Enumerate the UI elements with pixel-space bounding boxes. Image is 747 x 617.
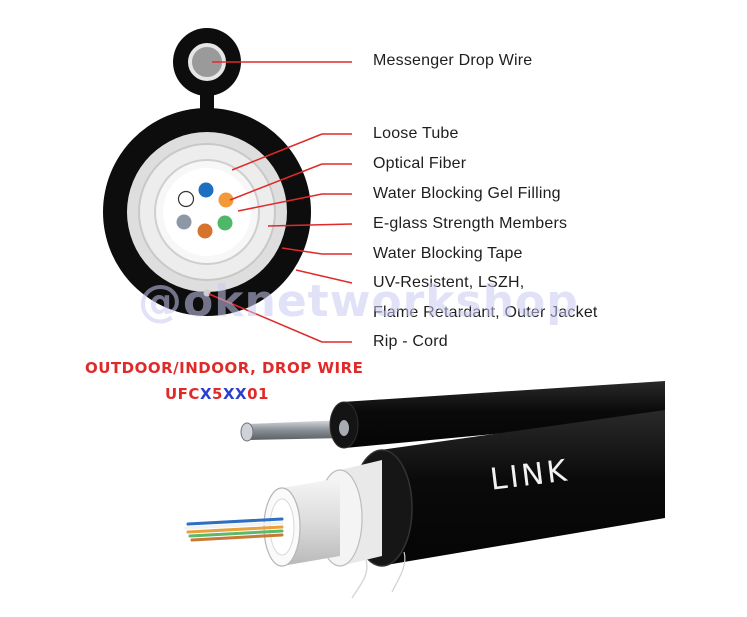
rip-cord-3d bbox=[351, 559, 368, 599]
leader-line bbox=[267, 223, 353, 227]
leader-line bbox=[229, 163, 323, 201]
model-suffix: 01 bbox=[247, 385, 269, 403]
cross-section bbox=[103, 28, 311, 316]
outer-jacket-3d bbox=[380, 410, 665, 566]
label-optical-fiber: Optical Fiber bbox=[373, 155, 467, 172]
label-rip-cord: Rip - Cord bbox=[373, 333, 448, 350]
model-prefix: UFC bbox=[165, 385, 200, 403]
leader-line bbox=[295, 269, 353, 284]
model-code: UFCX5XX01 bbox=[165, 385, 269, 403]
optical-fiber bbox=[218, 192, 234, 208]
watermark: @oknetworkshop bbox=[138, 276, 579, 327]
label-gel-filling: Water Blocking Gel Filling bbox=[373, 185, 561, 202]
label-outer-jacket-line2: Flame Retardant, Outer Jacket bbox=[373, 304, 598, 321]
messenger-jacket-3d bbox=[342, 381, 665, 448]
bare-messenger-wire bbox=[247, 420, 345, 440]
optical-fiber bbox=[198, 182, 214, 198]
leader-line bbox=[281, 247, 323, 255]
optical-fiber bbox=[177, 190, 195, 208]
model-5: 5 bbox=[212, 385, 223, 403]
gel-filling bbox=[163, 168, 251, 256]
label-water-blocking-tape: Water Blocking Tape bbox=[373, 245, 523, 262]
label-outer-jacket-line1: UV-Resistent, LSZH, bbox=[373, 274, 525, 291]
label-loose-tube: Loose Tube bbox=[373, 125, 459, 142]
optical-fiber bbox=[197, 223, 213, 239]
optical-fiber bbox=[217, 215, 233, 231]
label-messenger-drop-wire: Messenger Drop Wire bbox=[373, 52, 533, 69]
cable-3d bbox=[184, 381, 665, 599]
model-xx: XX bbox=[222, 385, 248, 403]
leader-line bbox=[237, 193, 323, 212]
leader-line bbox=[208, 293, 323, 343]
label-strength-members: E-glass Strength Members bbox=[373, 215, 568, 232]
rip-cord bbox=[203, 289, 211, 297]
fibers-3d bbox=[184, 517, 284, 542]
leader-lines bbox=[208, 61, 353, 343]
cable-type-caption: OUTDOOR/INDOOR, DROP WIRE bbox=[85, 359, 364, 377]
leader-line bbox=[231, 133, 323, 171]
optical-fiber bbox=[176, 214, 192, 230]
model-x: X bbox=[199, 385, 213, 403]
